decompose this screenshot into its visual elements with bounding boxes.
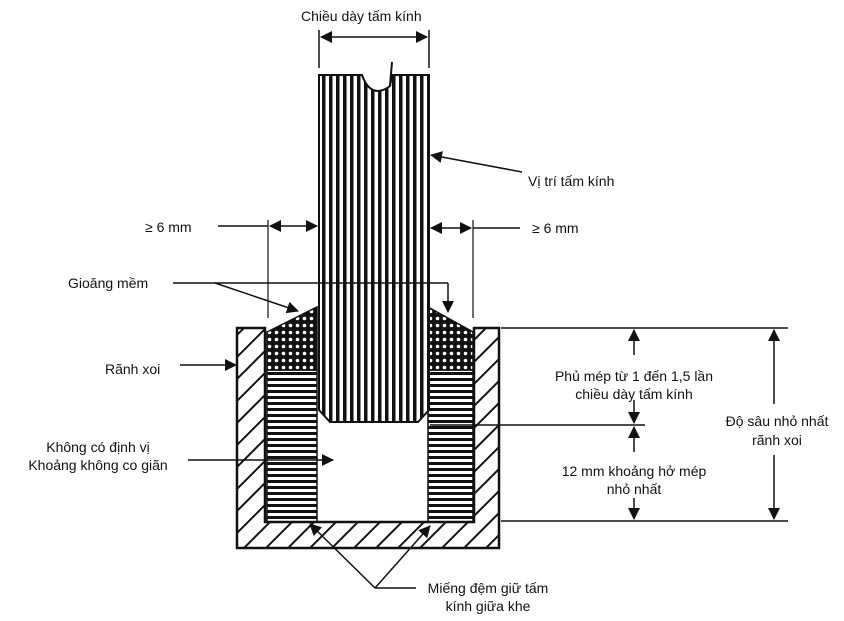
no-setting-label-line1: Không có định vị — [46, 439, 150, 455]
right-gasket — [427, 305, 474, 371]
glass-position-label: Vị trí tấm kính — [528, 173, 615, 189]
spacer-leaders — [309, 523, 431, 589]
no-setting-label-line2: Khoảng không co giãn — [28, 457, 168, 473]
channel-label: Rãnh xoi — [105, 361, 161, 377]
right-clearance-dimension — [430, 220, 520, 318]
edge-clearance-label-line2: nhỏ nhất — [606, 481, 662, 497]
channel-section — [235, 326, 501, 550]
min-depth-label-line1: Độ sâu nhỏ nhất — [725, 413, 829, 429]
left-clearance-label: ≥ 6 mm — [145, 219, 192, 235]
glass-pane — [318, 61, 430, 423]
left-clearance-dimension — [218, 220, 318, 318]
glass-thickness-label: Chiều dày tấm kính — [301, 8, 422, 24]
edge-clearance-label-line1: 12 mm khoảng hở mép — [561, 463, 707, 479]
glass-position-leader — [430, 151, 523, 173]
glass-thickness-dimension — [318, 30, 430, 68]
edge-cover-label-line1: Phủ mép từ 1 đến 1,5 lần — [554, 368, 714, 384]
left-gasket — [266, 305, 318, 371]
gasket-leaders — [173, 282, 454, 314]
soft-gasket-label: Gioăng mềm — [68, 275, 149, 291]
extension-lines — [430, 327, 788, 522]
min-depth-label-line2: rãnh xoi — [752, 432, 802, 448]
edge-cover-label-line2: chiều dày tấm kính — [575, 386, 693, 402]
left-spacer — [266, 369, 318, 523]
right-spacer — [427, 369, 474, 523]
spacer-label-line1: Miếng đệm giữ tấm — [427, 580, 549, 596]
spacer-label-line2: kính giữa khe — [445, 598, 531, 614]
right-clearance-label: ≥ 6 mm — [532, 220, 579, 236]
